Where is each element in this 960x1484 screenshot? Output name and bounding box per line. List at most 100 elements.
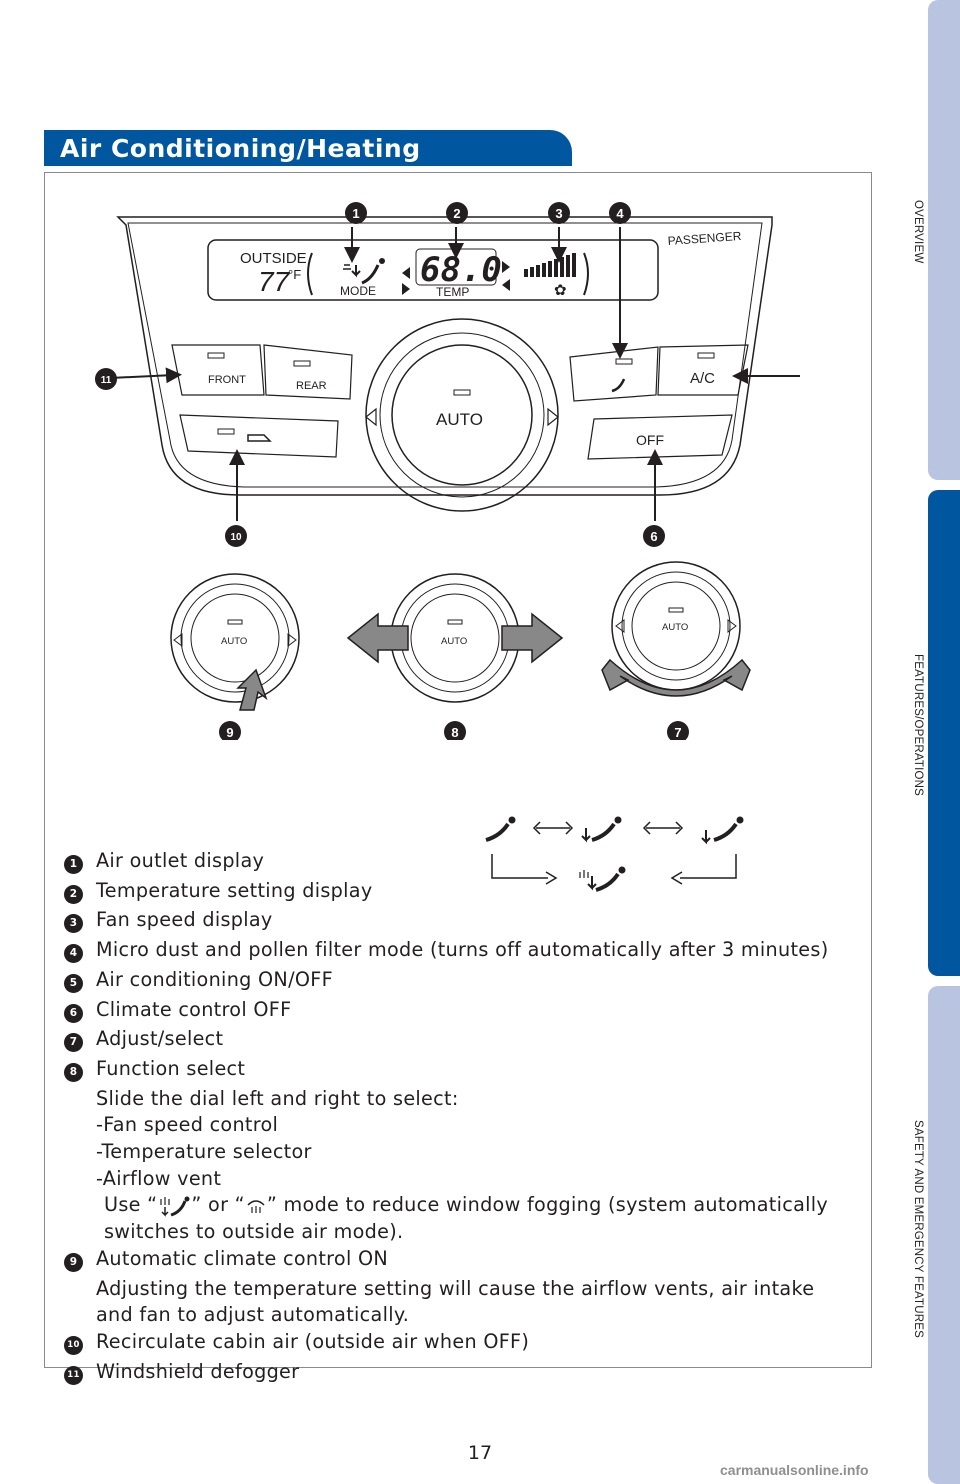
fan-icon: ✿ bbox=[554, 282, 567, 299]
item-text: Climate control OFF bbox=[96, 997, 292, 1021]
item-number-badge: 2 bbox=[64, 884, 83, 904]
list-item: 11 Windshield defogger bbox=[64, 1359, 854, 1389]
item-number-badge: 3 bbox=[64, 914, 83, 934]
svg-text:1: 1 bbox=[352, 206, 359, 221]
defog-mode-icon bbox=[247, 1200, 265, 1213]
ac-button[interactable]: A/C bbox=[657, 344, 749, 396]
auto-note-line2: and fan to adjust automatically. bbox=[96, 1303, 410, 1327]
dial-operations-diagram: 6 10 AUTO AUTO AUTO 9 8 7 bbox=[170, 525, 751, 740]
item-text: Automatic climate control ON bbox=[96, 1246, 389, 1270]
callout-10: 10 bbox=[225, 525, 247, 547]
sidebar-tab-overview[interactable] bbox=[928, 0, 960, 480]
climate-off-button[interactable]: OFF bbox=[587, 414, 733, 460]
sidebar-tab-safety[interactable] bbox=[928, 986, 960, 1484]
item-number-badge: 7 bbox=[64, 1033, 83, 1053]
item-number-badge: 1 bbox=[64, 855, 83, 874]
mode-airflow-icon bbox=[343, 258, 385, 285]
list-item: 4 Micro dust and pollen filter mode (turn… bbox=[64, 937, 854, 967]
section-title: Air Conditioning/Heating bbox=[60, 134, 421, 163]
svg-text:4: 4 bbox=[616, 206, 624, 221]
outside-label: OUTSIDE bbox=[240, 250, 307, 267]
item-text: Air conditioning ON/OFF bbox=[96, 967, 333, 991]
auto-dial[interactable]: AUTO bbox=[365, 318, 559, 512]
callout-4: 4 bbox=[609, 202, 631, 224]
item-number-badge: 8 bbox=[64, 1062, 83, 1082]
fan-speed-bars bbox=[524, 253, 576, 277]
dial-function-slide: AUTO bbox=[346, 573, 564, 703]
item-number-badge: 5 bbox=[64, 973, 83, 993]
auto-note-line1: Adjusting the temperature setting will c… bbox=[96, 1276, 815, 1300]
item-text: Air outlet display bbox=[96, 849, 265, 872]
rear-defogger-button[interactable]: REAR bbox=[263, 344, 353, 400]
dial-auto-press: AUTO bbox=[170, 573, 300, 711]
note-use-text: Use “ bbox=[104, 1193, 158, 1217]
airflow-mode-cycle-diagram bbox=[485, 816, 744, 892]
callout-11: 11 bbox=[95, 368, 117, 390]
mode-label: MODE bbox=[340, 284, 376, 298]
outside-unit: °F bbox=[288, 267, 301, 282]
section-header: Air Conditioning/Heating bbox=[44, 130, 572, 166]
item-text: Windshield defogger bbox=[96, 1359, 300, 1383]
svg-text:11: 11 bbox=[101, 375, 112, 386]
item-text: Adjust/select bbox=[96, 1027, 224, 1051]
function-option-temp: -Temperature selector bbox=[96, 1140, 312, 1164]
sidebar-label-features-operations: FEATURES/OPERATIONS bbox=[912, 654, 924, 797]
micro-dust-filter-button[interactable] bbox=[569, 346, 659, 402]
callout-2: 2 bbox=[446, 202, 468, 224]
item-text: Function select bbox=[96, 1056, 246, 1080]
svg-text:7: 7 bbox=[674, 725, 681, 740]
fogging-note: Use “” or “” mode to reduce window foggi… bbox=[64, 1192, 854, 1219]
note-or-text: ” or “ bbox=[191, 1193, 245, 1217]
svg-text:6: 6 bbox=[650, 529, 657, 544]
item-number-badge: 11 bbox=[64, 1365, 83, 1385]
svg-text:9: 9 bbox=[226, 725, 233, 740]
dial-adjust-rotate: AUTO bbox=[601, 561, 751, 697]
feature-list: 1 Air outlet display 2 Temperature setting… bbox=[64, 848, 854, 1388]
dial-3-label: AUTO bbox=[662, 622, 688, 633]
svg-text:3: 3 bbox=[555, 206, 562, 221]
item-text: Recirculate cabin air (outside air when … bbox=[96, 1329, 530, 1353]
list-item: 2 Temperature setting display bbox=[64, 878, 854, 908]
list-item: 9 Automatic climate control ON bbox=[64, 1246, 854, 1276]
list-item: 1 Air outlet display bbox=[64, 848, 854, 878]
sidebar-tab-features-operations[interactable] bbox=[928, 490, 960, 976]
list-item: 6 Climate control OFF bbox=[64, 997, 854, 1027]
function-option-fan: -Fan speed control bbox=[96, 1113, 279, 1137]
sidebar-label-overview: OVERVIEW bbox=[912, 200, 924, 264]
callout-7: 7 bbox=[667, 721, 689, 740]
front-label: FRONT bbox=[208, 374, 246, 386]
svg-text:8: 8 bbox=[451, 725, 458, 740]
passenger-label: PASSENGER bbox=[667, 229, 742, 248]
function-option-airflow: -Airflow vent bbox=[96, 1166, 222, 1190]
dial-1-label: AUTO bbox=[221, 636, 247, 647]
item-text: Micro dust and pollen filter mode (turns… bbox=[96, 938, 829, 962]
list-item: 5 Air conditioning ON/OFF bbox=[64, 967, 854, 997]
list-item: 8 Function select bbox=[64, 1056, 854, 1086]
temp-value: 68.0 bbox=[420, 250, 502, 290]
callout-8: 8 bbox=[444, 721, 466, 740]
callout-3: 3 bbox=[548, 202, 570, 224]
callout-1: 1 bbox=[345, 202, 367, 224]
watermark: carmanualsonline.info bbox=[720, 1462, 869, 1478]
item-number-badge: 10 bbox=[64, 1335, 83, 1355]
temp-label: TEMP bbox=[436, 285, 469, 299]
recirculate-button[interactable] bbox=[179, 414, 339, 458]
defog-foot-mode-icon bbox=[160, 1196, 190, 1217]
svg-text:2: 2 bbox=[453, 206, 460, 221]
auto-label: AUTO bbox=[436, 410, 483, 429]
svg-text:10: 10 bbox=[230, 532, 242, 543]
function-select-intro: Slide the dial left and right to select: bbox=[96, 1086, 459, 1110]
fogging-note-line2: switches to outside air mode). bbox=[104, 1220, 404, 1244]
ac-label: A/C bbox=[690, 370, 715, 387]
item-number-badge: 4 bbox=[64, 944, 83, 964]
callout-6: 6 bbox=[643, 525, 665, 547]
callout-9: 9 bbox=[219, 721, 241, 740]
dial-2-label: AUTO bbox=[441, 636, 467, 647]
item-text: Fan speed display bbox=[96, 908, 273, 932]
item-text: Temperature setting display bbox=[96, 878, 373, 902]
list-item: 3 Fan speed display bbox=[64, 907, 854, 937]
front-defogger-button[interactable]: FRONT bbox=[171, 344, 265, 396]
item-number-badge: 6 bbox=[64, 1003, 83, 1023]
item-number-badge: 9 bbox=[64, 1252, 83, 1272]
page-number: 17 bbox=[467, 1442, 493, 1464]
